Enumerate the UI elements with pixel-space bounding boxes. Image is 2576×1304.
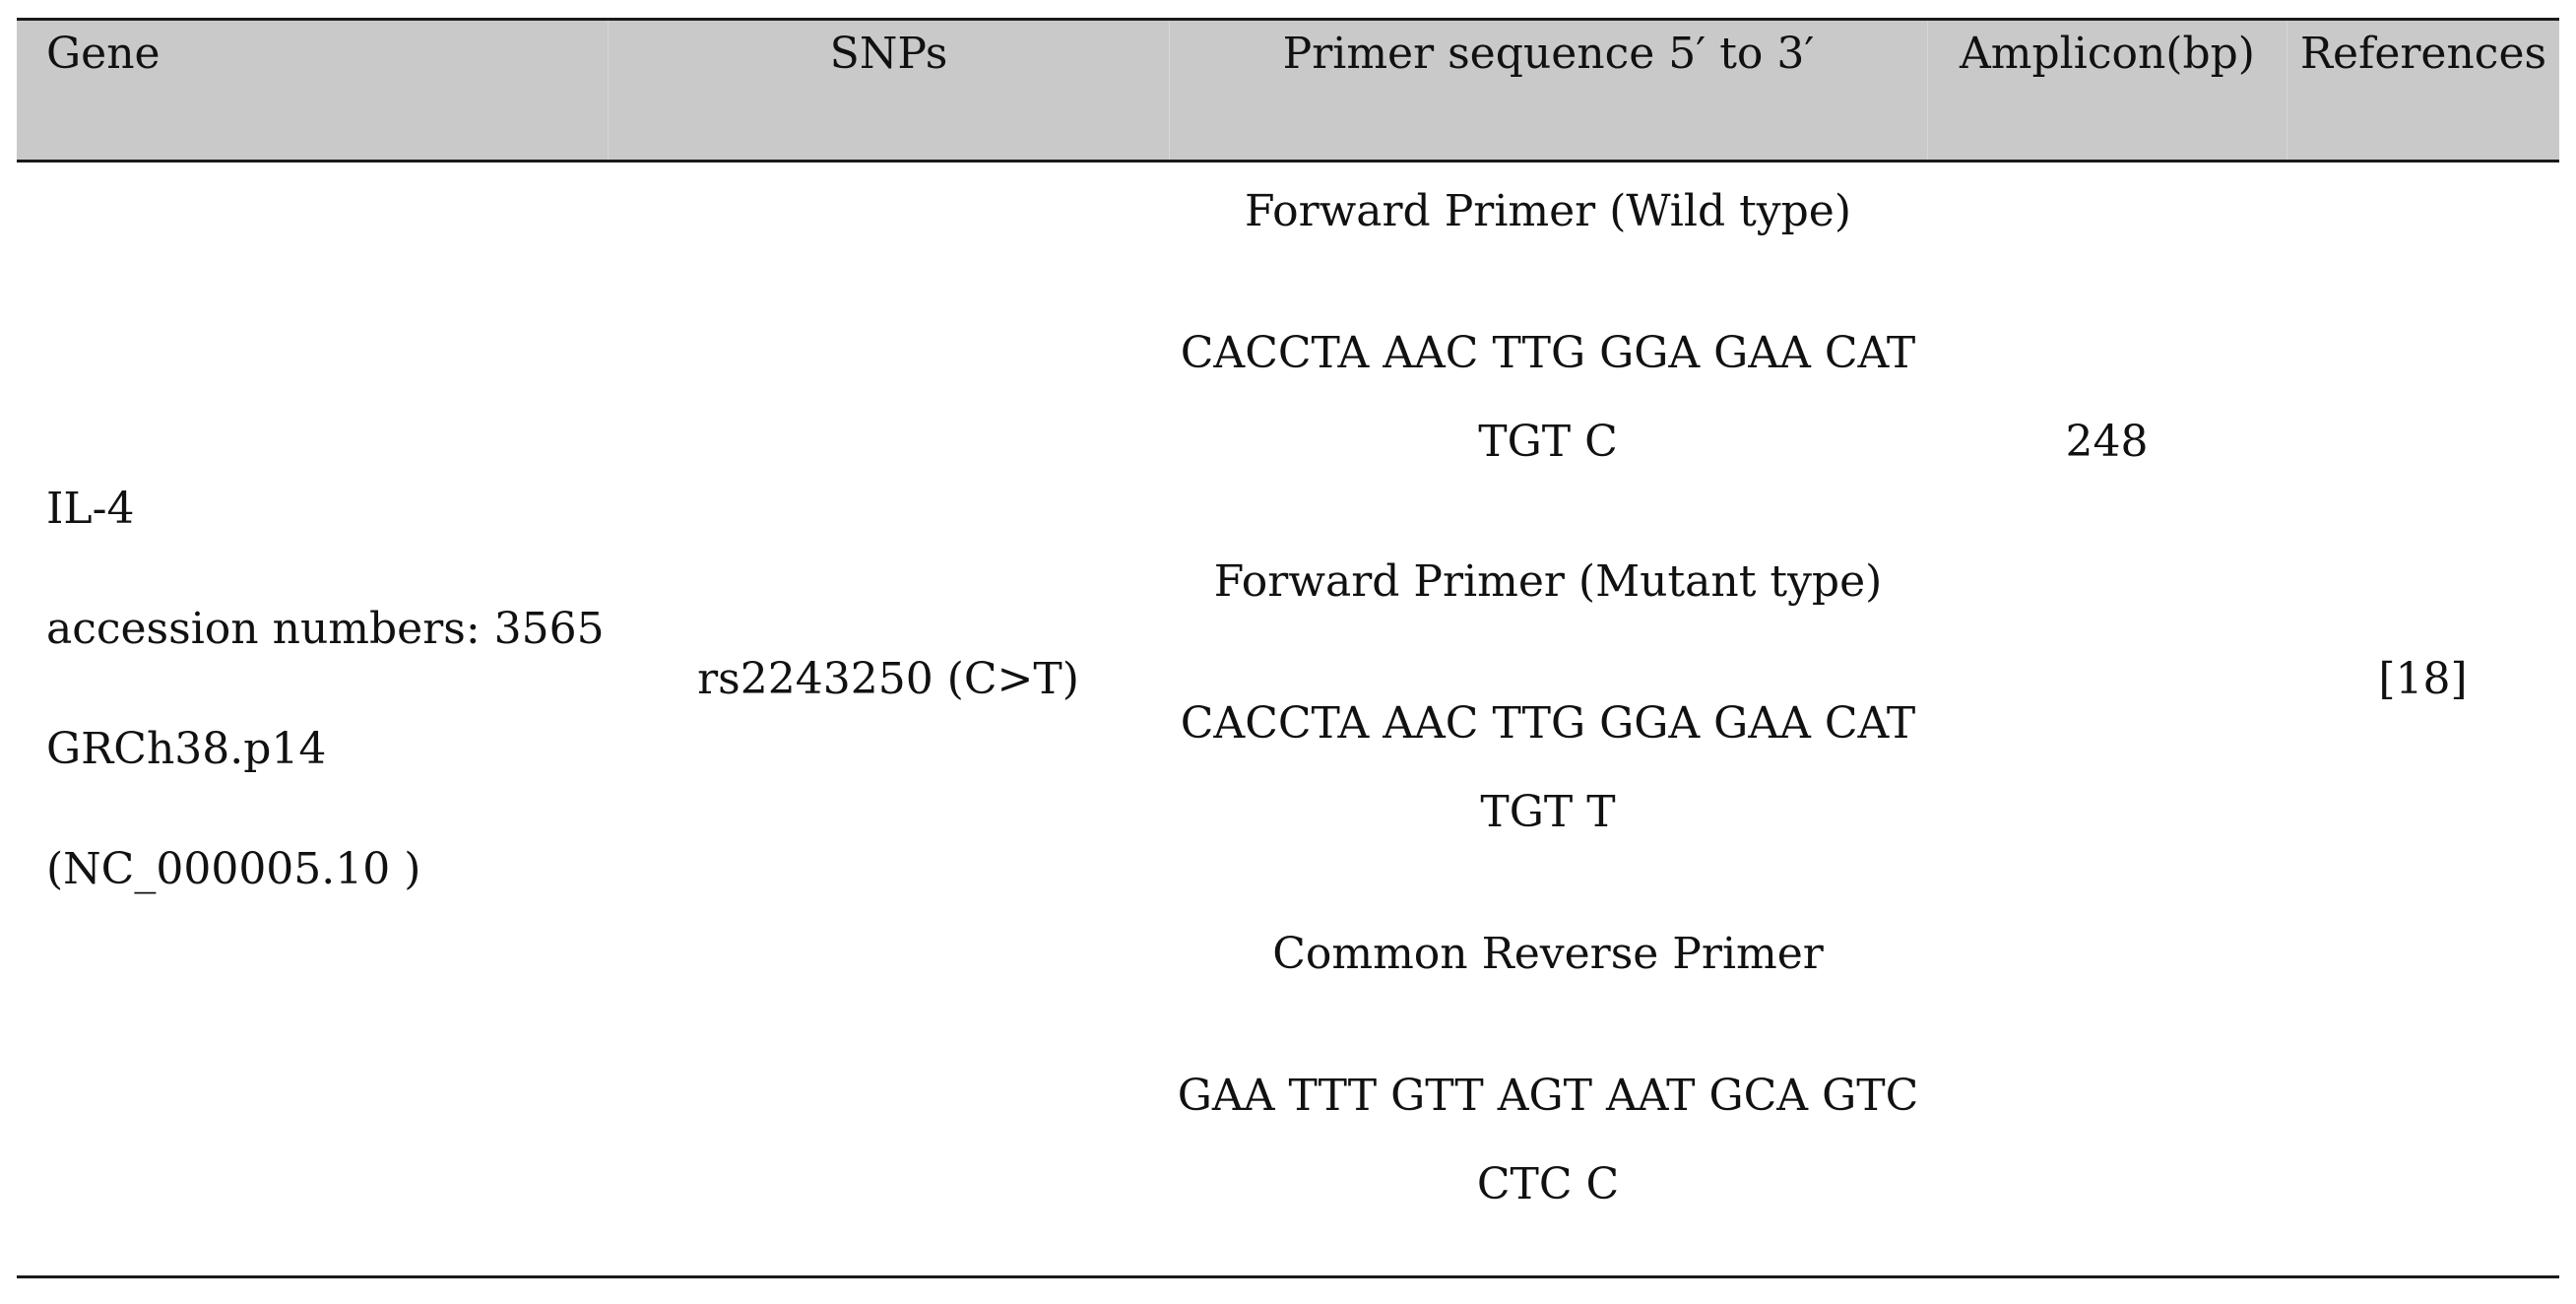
table-row: IL-4 accession numbers: 3565 GRCh38.p14 …: [17, 163, 2559, 1278]
primer-seq-wild-2: TGT C: [1478, 417, 1618, 467]
gene-refseq: (NC_000005.10 ): [46, 844, 421, 894]
gene-assembly: GRCh38.p14: [46, 724, 327, 774]
gene-name: IL-4: [46, 484, 135, 534]
snp-id: rs2243250 (C>T): [697, 654, 1079, 704]
primer-table: Gene SNPs Primer sequence 5′ to 3′ Ampli…: [17, 18, 2559, 1278]
primer-seq-wild-1: CACCTA AAC TTG GGA GAA CAT: [1180, 328, 1916, 378]
primer-seq-reverse-2: CTC C: [1476, 1159, 1620, 1209]
reference-citation: [18]: [2378, 654, 2468, 704]
header-amplicon: Amplicon(bp): [1927, 21, 2286, 160]
primer-label-mutant: Forward Primer (Mutant type): [1213, 556, 1883, 607]
header-gene: Gene: [46, 29, 161, 79]
gene-accession: accession numbers: 3565: [46, 604, 605, 654]
primer-seq-mutant-1: CACCTA AAC TTG GGA GAA CAT: [1180, 698, 1916, 749]
header-snps: SNPs: [608, 21, 1169, 160]
primer-seq-reverse-1: GAA TTT GTT AGT AAT GCA GTC: [1177, 1071, 1919, 1121]
header-references: References: [2286, 21, 2559, 160]
table-header-row: Gene SNPs Primer sequence 5′ to 3′ Ampli…: [17, 18, 2559, 163]
primer-label-wild: Forward Primer (Wild type): [1244, 186, 1852, 236]
primer-seq-mutant-2: TGT T: [1480, 787, 1616, 837]
header-primer-sequence: Primer sequence 5′ to 3′: [1169, 21, 1927, 160]
primer-label-reverse: Common Reverse Primer: [1272, 929, 1824, 979]
amplicon-size: 248: [2065, 417, 2149, 467]
